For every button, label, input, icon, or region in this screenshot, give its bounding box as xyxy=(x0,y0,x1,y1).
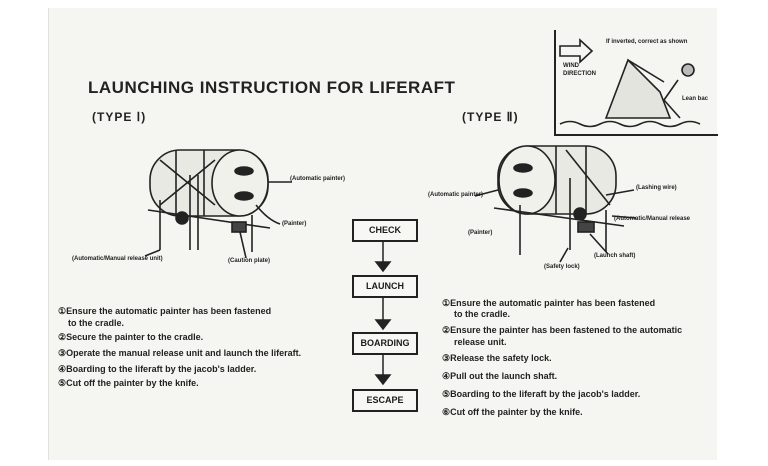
type2-label-lashing-wire: (Lashing wire) xyxy=(636,185,677,191)
type2-label-launch-shaft: (Launch shaft) xyxy=(594,253,636,259)
page-title: LAUNCHING INSTRUCTION FOR LIFERAFT xyxy=(88,78,456,97)
type2-heading: (TYPE Ⅱ) xyxy=(462,110,519,124)
type2-liferaft-drawing xyxy=(474,145,637,263)
flow-check: CHECK xyxy=(352,219,418,242)
type1-step-3: ③Operate the manual release unit and lau… xyxy=(58,348,302,358)
type1-step-2: ②Secure the painter to the cradle. xyxy=(58,332,204,342)
type2-label-automatic-painter: (Automatic painter) xyxy=(428,192,484,198)
type2-step-2-cont: release unit. xyxy=(454,337,507,347)
flow-launch: LAUNCH xyxy=(352,275,418,298)
type1-liferaft-drawing xyxy=(144,149,292,259)
type1-label-painter: (Painter) xyxy=(282,221,307,227)
type2-step-1-cont: to the cradle. xyxy=(454,309,511,319)
inset-lean: Lean bac xyxy=(682,96,709,102)
type1-step-4: ④Boarding to the liferaft by the jacob's… xyxy=(58,364,257,374)
type2-step-5: ⑤Boarding to the liferaft by the jacob's… xyxy=(442,389,641,399)
flow-boarding: BOARDING xyxy=(352,332,418,355)
type2-step-6: ⑥Cut off the painter by the knife. xyxy=(442,407,583,417)
type2-step-1: ①Ensure the automatic painter has been f… xyxy=(442,298,656,308)
type1-heading: (TYPE Ⅰ) xyxy=(92,110,147,124)
type2-step-2: ②Ensure the painter has been fastened to… xyxy=(442,325,683,335)
flow-arrows xyxy=(374,238,392,386)
flow-escape: ESCAPE xyxy=(352,389,418,412)
inset-frame xyxy=(554,30,718,136)
type1-label-release-unit: (Automatic/Manual release unit) xyxy=(72,256,163,262)
type1-label-automatic-painter: (Automatic painter) xyxy=(290,176,346,182)
type2-step-4: ④Pull out the launch shaft. xyxy=(442,371,558,381)
type2-label-release: (Automatic/Manual release xyxy=(614,216,691,222)
inverted-raft-inset xyxy=(559,38,701,128)
inset-note: If inverted, correct as shown xyxy=(606,39,688,45)
type2-step-3: ③Release the safety lock. xyxy=(442,353,552,363)
inset-wind: WIND xyxy=(563,63,579,69)
type1-label-caution-plate: (Caution plate) xyxy=(228,258,270,264)
type2-label-painter: (Painter) xyxy=(468,230,493,236)
type1-step-1: ①Ensure the automatic painter has been f… xyxy=(58,306,272,316)
type2-label-safety-lock: (Safety lock) xyxy=(544,264,580,270)
type1-step-1-cont: to the cradle. xyxy=(68,318,125,328)
type1-step-5: ⑤Cut off the painter by the knife. xyxy=(58,378,199,388)
inset-direction: DIRECTION xyxy=(563,71,596,77)
